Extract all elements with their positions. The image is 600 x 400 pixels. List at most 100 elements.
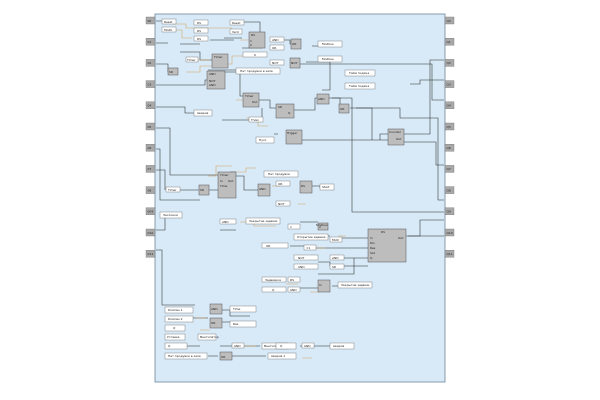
comment-text: Reset: [232, 21, 241, 25]
comment-text: Нет продувки в зале: [168, 354, 201, 358]
block-label: AND: [290, 288, 297, 292]
function-block[interactable]: [285, 129, 303, 145]
function-block[interactable]: [206, 70, 226, 90]
function-block[interactable]: [219, 351, 233, 361]
function-block[interactable]: [209, 303, 223, 315]
block-label: Timer: [213, 55, 223, 59]
comment-box: [164, 342, 188, 350]
input-pin[interactable]: [145, 80, 156, 88]
block-label: SR: [169, 70, 173, 74]
input-pin[interactable]: [145, 228, 156, 237]
logic-box: [293, 263, 319, 270]
comment-text: Vent: [232, 30, 240, 34]
function-block[interactable]: [209, 317, 223, 329]
logic-box: [287, 276, 301, 283]
logic-box: [301, 342, 315, 349]
comment-text: Вентилятор: [200, 335, 219, 339]
function-block[interactable]: [242, 92, 260, 108]
function-block[interactable]: [167, 67, 179, 76]
function-block[interactable]: [257, 183, 271, 197]
function-block[interactable]: [217, 171, 237, 199]
function-block[interactable]: [290, 38, 302, 50]
comment-box: [164, 352, 208, 360]
function-blocks: Reset Modb RS RS RS Reset Vent RS AND OR…: [159, 18, 407, 361]
input-pin[interactable]: [145, 143, 156, 152]
output-pin[interactable]: [444, 122, 455, 131]
input-pin-label: 00: [148, 19, 152, 23]
comment-text: Клапан 2: [168, 317, 183, 321]
output-pin[interactable]: [444, 207, 455, 216]
input-pin-label: 009: [148, 210, 154, 214]
comment-box: [197, 333, 217, 341]
output-pin[interactable]: [444, 59, 455, 67]
function-block[interactable]: [248, 31, 266, 49]
output-pin[interactable]: [444, 101, 455, 110]
comment-text: Start: [322, 185, 330, 189]
output-pin-label: Q3: [447, 82, 451, 86]
comment-text: Пуск: [259, 138, 267, 142]
input-pin[interactable]: [145, 16, 156, 25]
comment-box: [261, 276, 287, 283]
output-pin[interactable]: [444, 38, 455, 46]
output-pin[interactable]: [444, 80, 455, 88]
output-pin-label: Q4: [447, 104, 451, 108]
block-label: Res: [233, 322, 239, 326]
block-label: Timer: [186, 58, 196, 62]
input-pin[interactable]: [145, 165, 156, 173]
block-label: AND: [304, 344, 311, 348]
block-pin-label: In: [370, 236, 373, 240]
output-pin[interactable]: [444, 143, 455, 152]
block-pin-label: Q: [370, 256, 373, 260]
comment-box: [161, 26, 177, 33]
block-label: AND: [332, 256, 339, 260]
comment-box: [229, 28, 243, 35]
block-label: Trigger: [286, 131, 298, 135]
input-pin[interactable]: [145, 186, 156, 194]
function-block[interactable]: [275, 103, 295, 119]
block-label: AND: [209, 72, 216, 76]
function-block[interactable]: [299, 180, 313, 194]
input-pin-label: 03: [148, 82, 152, 86]
output-pin[interactable]: [444, 249, 455, 258]
block-label: OR: [278, 182, 282, 186]
multiplexer-block[interactable]: [367, 228, 407, 263]
function-block[interactable]: [317, 279, 331, 293]
block-pin-label: Res: [370, 246, 376, 250]
block-label: In: [319, 283, 322, 287]
comment-text: Задвижка: [265, 278, 281, 282]
block-label: NOT: [278, 202, 285, 206]
comment-box: [164, 324, 186, 332]
output-pin[interactable]: [444, 228, 455, 237]
input-pin[interactable]: [145, 207, 156, 216]
function-block[interactable]: [211, 53, 229, 69]
input-pin[interactable]: [145, 38, 156, 46]
comment-box: [229, 305, 257, 313]
input-pin[interactable]: [145, 122, 156, 131]
wire: [236, 97, 444, 237]
block-pin-label: Q: [288, 111, 291, 115]
function-block[interactable]: [316, 93, 330, 105]
comment-text: Modbus: [322, 57, 334, 61]
output-pin-label: Q5: [447, 125, 451, 129]
function-block[interactable]: [317, 222, 329, 231]
output-pin-label: Q2: [447, 61, 451, 65]
input-pin[interactable]: [145, 249, 156, 258]
block-label: AND: [211, 307, 218, 311]
comment-box: [344, 82, 376, 90]
output-pin[interactable]: [444, 186, 455, 194]
function-block[interactable]: [289, 57, 301, 69]
function-block[interactable]: [387, 128, 405, 146]
function-block[interactable]: [198, 184, 210, 196]
input-pin[interactable]: [145, 101, 156, 110]
wire: [208, 21, 444, 357]
output-pin[interactable]: [444, 16, 455, 25]
input-pin[interactable]: [145, 59, 156, 67]
output-pin[interactable]: [444, 165, 455, 173]
comment-text: Авария 1: [271, 354, 285, 358]
comment-box: [161, 18, 177, 25]
block-pin-label: Out: [252, 100, 258, 104]
function-block[interactable]: [338, 103, 350, 114]
input-pin-label: 08: [148, 188, 152, 192]
